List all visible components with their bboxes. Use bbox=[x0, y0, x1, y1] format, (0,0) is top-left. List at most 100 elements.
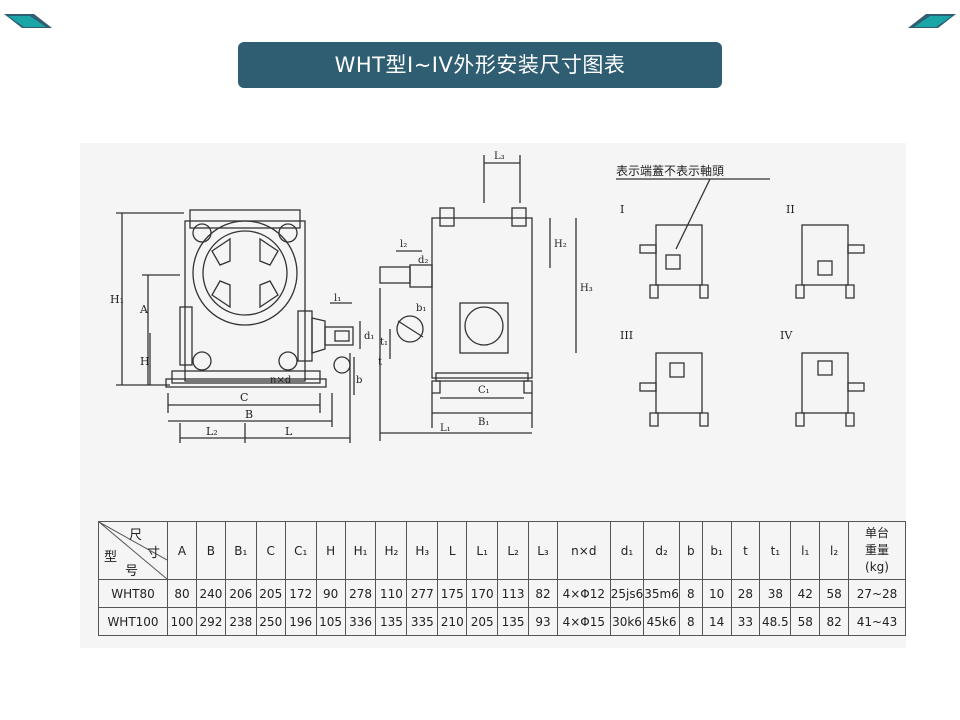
value-cell: 205 bbox=[466, 607, 499, 636]
value-cell: 8 bbox=[678, 579, 703, 608]
model-cell: WHT80 bbox=[98, 579, 168, 608]
label-B1: B₁ bbox=[478, 417, 489, 428]
value-cell: 28 bbox=[730, 579, 761, 608]
value-cell: 25js6 bbox=[609, 579, 645, 608]
value-cell: 80 bbox=[167, 579, 197, 608]
header-cell: C₁ bbox=[284, 521, 317, 580]
value-cell: 196 bbox=[284, 607, 317, 636]
model-cell: WHT100 bbox=[98, 607, 168, 636]
label-H1: H₁ bbox=[110, 293, 124, 306]
header-cell: L₁ bbox=[466, 521, 499, 580]
header-cell: A bbox=[167, 521, 197, 580]
value-cell: 8 bbox=[678, 607, 703, 636]
header-cell: H₂ bbox=[375, 521, 408, 580]
value-cell: 175 bbox=[437, 579, 468, 608]
dimension-figure: H₁ A H C B L₂ L l₁ d₁ b n×d t₁ b₁ t L₃ l… bbox=[80, 143, 906, 648]
value-cell: 58 bbox=[819, 579, 849, 608]
weight-cell: 27~28 bbox=[848, 579, 906, 608]
value-cell: 100 bbox=[167, 607, 197, 636]
weight-header-line: (kg) bbox=[865, 560, 889, 574]
variant-label-II: II bbox=[786, 203, 795, 216]
value-cell: 35m6 bbox=[643, 579, 680, 608]
corner-label-xing: 型 bbox=[104, 550, 118, 565]
value-cell: 205 bbox=[255, 579, 286, 608]
label-t1: t₁ bbox=[380, 337, 388, 348]
value-cell: 4×Φ15 bbox=[556, 607, 611, 636]
corner-label-chi: 尺 bbox=[129, 528, 143, 543]
label-L2: L₂ bbox=[206, 425, 218, 438]
header-cell: d₁ bbox=[609, 521, 645, 580]
header-cell: l₁ bbox=[790, 521, 821, 580]
value-cell: 135 bbox=[497, 607, 530, 636]
corner-label-hao: 号 bbox=[125, 564, 139, 579]
header-cell: C bbox=[255, 521, 286, 580]
label-L3: L₃ bbox=[494, 151, 505, 162]
label-H3: H₃ bbox=[580, 283, 593, 294]
header-cell: d₂ bbox=[643, 521, 680, 580]
value-cell: 58 bbox=[790, 607, 821, 636]
value-cell: 206 bbox=[224, 579, 257, 608]
value-cell: 278 bbox=[344, 579, 377, 608]
header-cell: L₃ bbox=[528, 521, 558, 580]
header-cell: B₁ bbox=[224, 521, 257, 580]
value-cell: 240 bbox=[195, 579, 226, 608]
label-d1: d₁ bbox=[364, 331, 374, 342]
header-cell: l₂ bbox=[819, 521, 849, 580]
header-cell: H₁ bbox=[344, 521, 377, 580]
label-L1: L₁ bbox=[440, 423, 451, 434]
weight-header-line: 单台 bbox=[864, 526, 889, 540]
variant-label-III: III bbox=[620, 329, 633, 342]
value-cell: 14 bbox=[701, 607, 732, 636]
variant-label-I: I bbox=[620, 203, 624, 216]
value-cell: 292 bbox=[195, 607, 226, 636]
label-H: H bbox=[140, 355, 150, 368]
header-cell: L₂ bbox=[497, 521, 530, 580]
header-cell: b bbox=[678, 521, 703, 580]
header-cell: B bbox=[195, 521, 226, 580]
label-l2: l₂ bbox=[400, 239, 407, 250]
value-cell: 82 bbox=[528, 579, 558, 608]
corner-decoration-right-icon bbox=[908, 14, 956, 28]
value-cell: 33 bbox=[730, 607, 761, 636]
header-cell: H bbox=[315, 521, 346, 580]
label-l1: l₁ bbox=[334, 293, 341, 304]
weight-cell: 41~43 bbox=[848, 607, 906, 636]
label-d2: d₂ bbox=[418, 255, 428, 266]
header-cell: L bbox=[437, 521, 468, 580]
value-cell: 110 bbox=[375, 579, 408, 608]
value-cell: 93 bbox=[528, 607, 558, 636]
label-B: B bbox=[245, 408, 253, 421]
weight-header-cell: 单台重量 (kg) bbox=[848, 521, 906, 580]
value-cell: 250 bbox=[255, 607, 286, 636]
value-cell: 30k6 bbox=[609, 607, 645, 636]
label-b: b bbox=[356, 375, 362, 386]
value-cell: 172 bbox=[284, 579, 317, 608]
note-text: 表示端蓋不表示軸頭 bbox=[616, 164, 724, 178]
header-cell: n×d bbox=[556, 521, 611, 580]
label-L: L bbox=[285, 425, 293, 438]
value-cell: 10 bbox=[701, 579, 732, 608]
value-cell: 277 bbox=[406, 579, 439, 608]
variant-label-IV: IV bbox=[780, 329, 793, 342]
label-C: C bbox=[240, 391, 248, 404]
label-t: t bbox=[378, 357, 382, 368]
header-cell: t bbox=[730, 521, 761, 580]
header-cell: H₃ bbox=[406, 521, 439, 580]
corner-label-cun: 寸 bbox=[147, 546, 161, 561]
value-cell: 82 bbox=[819, 607, 849, 636]
header-cell: t₁ bbox=[759, 521, 792, 580]
value-cell: 238 bbox=[224, 607, 257, 636]
value-cell: 38 bbox=[759, 579, 792, 608]
label-b1: b₁ bbox=[416, 303, 426, 314]
page-title: WHT型I~IV外形安装尺寸图表 bbox=[238, 42, 722, 88]
value-cell: 45k6 bbox=[643, 607, 680, 636]
label-A: A bbox=[139, 303, 149, 316]
value-cell: 90 bbox=[315, 579, 346, 608]
label-C1: C₁ bbox=[478, 385, 490, 396]
corner-decoration-left-icon bbox=[4, 14, 52, 28]
weight-header-line: 重量 bbox=[864, 543, 889, 557]
value-cell: 170 bbox=[466, 579, 499, 608]
value-cell: 135 bbox=[375, 607, 408, 636]
